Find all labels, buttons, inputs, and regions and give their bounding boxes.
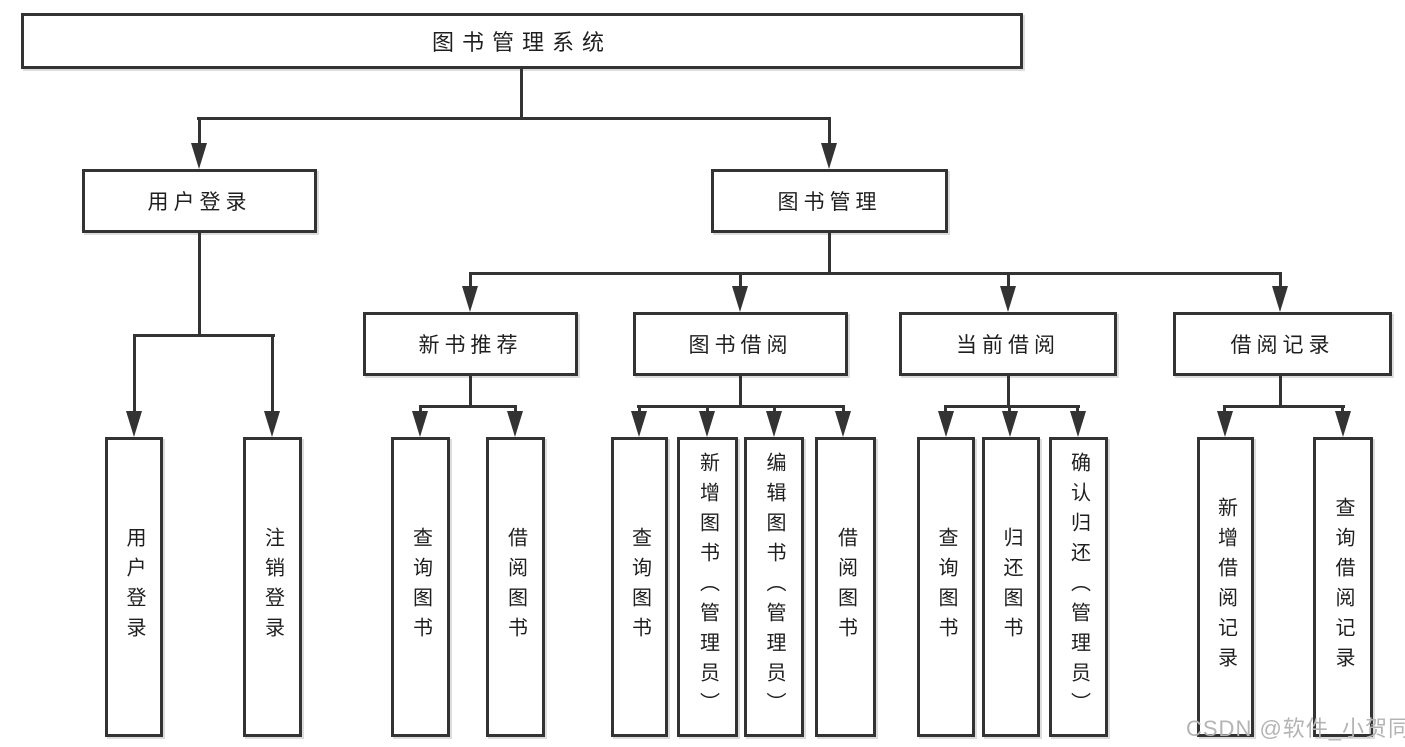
leaf-label: 新增图书（管理员） [696, 452, 719, 722]
arrow-down-icon [631, 411, 647, 437]
connector-line [638, 405, 641, 414]
connector-line [469, 376, 472, 408]
leaf-confirm-return-admin: 确认归还（管理员） [1049, 437, 1108, 737]
node-user-login: 用户登录 [82, 169, 317, 233]
leaf-query-borrow-record: 查询借阅记录 [1313, 437, 1373, 737]
arrow-down-icon [126, 411, 142, 437]
connector-line [133, 334, 275, 337]
node-label: 图书借阅 [688, 334, 793, 357]
leaf-add-books-admin: 新增图书（管理员） [677, 437, 738, 737]
arrow-down-icon [732, 286, 748, 312]
connector-line [271, 334, 274, 414]
leaf-add-borrow-record: 新增借阅记录 [1197, 437, 1254, 737]
arrow-down-icon [462, 286, 478, 312]
connector-line [419, 405, 422, 414]
connector-line [419, 405, 517, 408]
leaf-label: 归还图书 [1000, 527, 1022, 647]
node-label: 用户登录 [147, 191, 252, 214]
arrow-down-icon [821, 143, 837, 169]
leaf-label: 借阅图书 [504, 527, 527, 647]
leaf-label: 查询图书 [409, 527, 432, 647]
leaf-label: 确认归还（管理员） [1067, 452, 1090, 722]
connector-line [1223, 405, 1345, 408]
arrow-down-icon [412, 411, 428, 437]
arrow-down-icon [507, 411, 523, 437]
leaf-label: 查询借阅记录 [1332, 497, 1354, 677]
leaf-return-books: 归还图书 [982, 437, 1040, 737]
connector-line [469, 272, 1282, 275]
node-label: 图书管理系统 [431, 30, 612, 55]
leaf-label: 新增借阅记录 [1214, 497, 1237, 677]
leaf-user-login: 用户登录 [105, 437, 163, 737]
connector-line [739, 376, 742, 408]
arrow-down-icon [264, 411, 280, 437]
connector-line [739, 272, 742, 289]
arrow-down-icon [191, 143, 207, 169]
connector-line [1279, 376, 1282, 408]
leaf-edit-books-admin: 编辑图书（管理员） [744, 437, 804, 737]
connector-line [944, 405, 1080, 408]
node-library-management-system: 图书管理系统 [21, 13, 1023, 69]
connector-line [1341, 405, 1344, 414]
connector-line [773, 405, 776, 414]
connector-line [514, 405, 517, 414]
node-book-borrowing: 图书借阅 [633, 312, 848, 376]
node-label: 新书推荐 [418, 334, 523, 357]
connector-line [1007, 272, 1010, 289]
connector-line [133, 334, 136, 414]
connector-line [1076, 405, 1079, 414]
arrow-down-icon [1217, 411, 1233, 437]
arrow-down-icon [1335, 411, 1351, 437]
leaf-query-books-current: 查询图书 [917, 437, 975, 737]
connector-line [198, 233, 201, 337]
node-borrowing-records: 借阅记录 [1173, 312, 1392, 376]
connector-line [1279, 272, 1282, 289]
connector-line [706, 405, 709, 414]
connector-line [828, 117, 831, 146]
connector-line [197, 117, 831, 120]
node-label: 图书管理 [777, 191, 882, 214]
leaf-label: 编辑图书（管理员） [763, 452, 785, 722]
leaf-borrow-books: 借阅图书 [815, 437, 876, 737]
leaf-label: 用户登录 [123, 527, 145, 647]
leaf-query-books-recommend: 查询图书 [391, 437, 450, 737]
arrow-down-icon [938, 411, 954, 437]
node-book-management: 图书管理 [711, 169, 948, 233]
connector-line [842, 405, 845, 414]
arrow-down-icon [1070, 411, 1086, 437]
connector-line [1008, 405, 1011, 414]
leaf-label: 注销登录 [261, 527, 284, 647]
connector-line [1223, 405, 1226, 414]
leaf-label: 查询图书 [628, 527, 651, 647]
connector-line [520, 69, 523, 119]
node-current-borrowing: 当前借阅 [899, 312, 1117, 376]
leaf-borrow-books-recommend: 借阅图书 [486, 437, 545, 737]
connector-line [1007, 376, 1010, 408]
connector-line [469, 272, 472, 289]
arrow-down-icon [1002, 411, 1018, 437]
connector-line [828, 233, 831, 275]
leaf-logout: 注销登录 [243, 437, 302, 737]
connector-line [944, 405, 947, 414]
leaf-label: 借阅图书 [834, 527, 857, 647]
node-label: 借阅记录 [1230, 334, 1335, 357]
arrow-down-icon [699, 411, 715, 437]
node-label: 当前借阅 [956, 334, 1060, 357]
arrow-down-icon [766, 411, 782, 437]
leaf-label: 查询图书 [935, 527, 957, 647]
arrow-down-icon [835, 411, 851, 437]
watermark: CSDN @软件_小贺同学 [1186, 716, 1405, 741]
leaf-query-books-borrowing: 查询图书 [611, 437, 668, 737]
node-new-book-recommend: 新书推荐 [363, 312, 578, 376]
arrow-down-icon [1000, 286, 1016, 312]
arrow-down-icon [1272, 286, 1288, 312]
connector-line [637, 405, 845, 408]
connector-line [198, 117, 201, 146]
